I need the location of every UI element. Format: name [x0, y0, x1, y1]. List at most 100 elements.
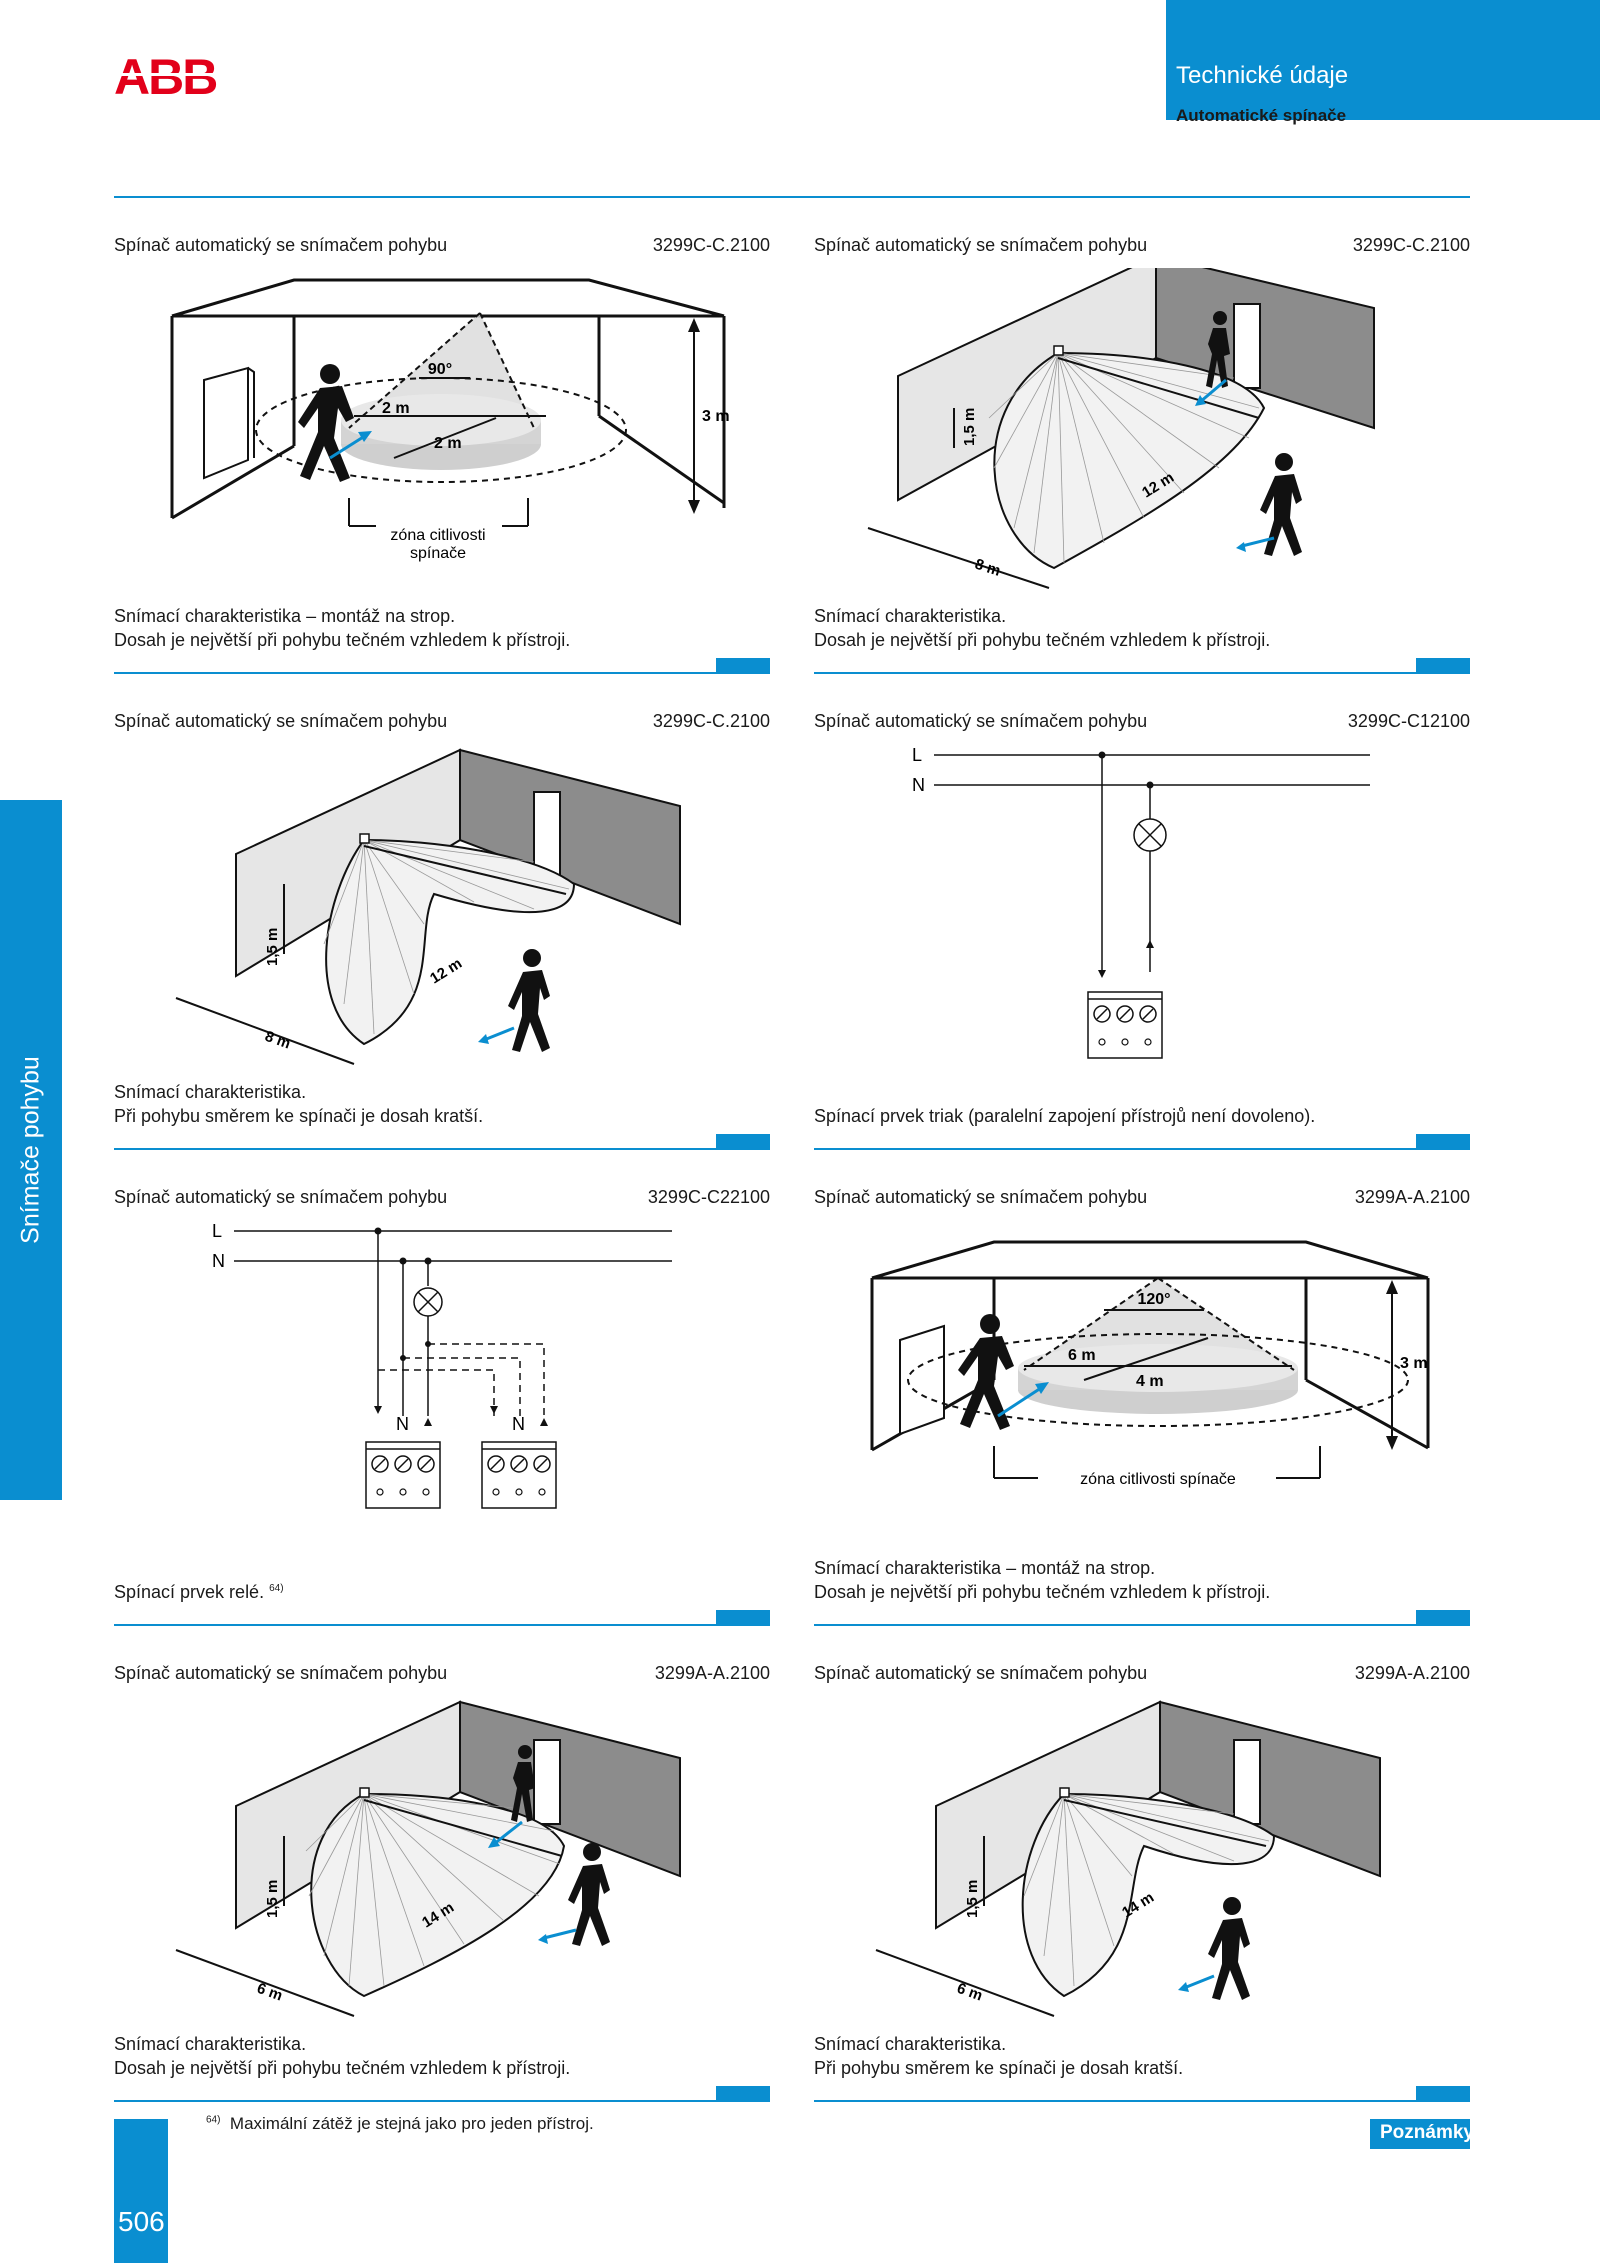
- wall-detection-diagram: 1,5 m 14 m 6 m: [875, 1700, 1381, 2017]
- switch-terminal-block: [365, 1441, 441, 1509]
- panel-divider: [814, 1624, 1470, 1626]
- radius-label-1: 6 m: [1068, 1347, 1096, 1364]
- footnote-ref: 64): [269, 1583, 284, 1594]
- width-label: 6 m: [955, 1980, 985, 2005]
- radius-label-1: 2 m: [382, 400, 410, 417]
- ceiling-detection-diagram: 90° 2 m 2 m 3 m zóna citlivosti spínače: [170, 278, 730, 562]
- panel-divider: [114, 1148, 770, 1150]
- switch-terminal-block: [481, 1441, 557, 1509]
- header-banner: [1166, 0, 1600, 120]
- panel-caption: Spínací prvek relé. 64): [114, 1582, 284, 1602]
- panel-divider-marker: [1416, 1610, 1470, 1624]
- panel-title: Spínač automatický se snímačem pohybu: [814, 1663, 1148, 1683]
- wiring-diagram: L N: [912, 745, 1370, 1059]
- panel-divider-marker: [1416, 658, 1470, 672]
- page-number-bar: [114, 2119, 168, 2263]
- panel-code: 3299A-A.2100: [1354, 1187, 1470, 1207]
- panel-divider-marker: [1416, 2086, 1470, 2100]
- panel-divider: [814, 1148, 1470, 1150]
- side-tab: [0, 800, 62, 1500]
- panel-caption: Snímací charakteristika. Při pohybu směr…: [814, 2034, 1184, 2078]
- height-label: 3 m: [702, 408, 730, 425]
- header-divider: [114, 196, 1470, 198]
- notes-tab-label[interactable]: Poznámky: [1380, 2122, 1474, 2143]
- range-label: 12 m: [427, 955, 465, 988]
- notes-tab[interactable]: [1370, 2119, 1470, 2149]
- panel-2: Spínač automatický se snímačem pohybu 32…: [814, 198, 1470, 674]
- line-L-label: L: [212, 1221, 222, 1241]
- zone-label-2: spínače: [410, 545, 466, 562]
- footnote: 64) Maximální zátěž je stejná jako pro j…: [206, 2114, 594, 2133]
- panel-caption: Snímací charakteristika – montáž na stro…: [114, 606, 571, 650]
- panel-code: 3299C-C.2100: [652, 235, 770, 255]
- height-label: 1,5 m: [264, 928, 281, 966]
- height-label: 3 m: [1400, 1355, 1428, 1372]
- panel-title: Spínač automatický se snímačem pohybu: [814, 235, 1148, 255]
- line-N-label: N: [212, 1251, 225, 1271]
- panel-title: Spínač automatický se snímačem pohybu: [814, 1187, 1148, 1207]
- detection-lobe: [993, 351, 1266, 570]
- radius-label-2: 2 m: [434, 435, 462, 452]
- panel-caption: Spínací prvek triak (paralelní zapojení …: [814, 1106, 1316, 1126]
- panel-code: 3299C-C12100: [1347, 711, 1470, 731]
- width-label: 8 m: [263, 1028, 293, 1053]
- panel-code: 3299C-C22100: [647, 1187, 770, 1207]
- panel-title: Spínač automatický se snímačem pohybu: [814, 711, 1148, 731]
- panel-1: Spínač automatický se snímačem pohybu 32…: [114, 198, 770, 674]
- panel-title: Spínač automatický se snímačem pohybu: [114, 1663, 448, 1683]
- height-label: 1,5 m: [264, 1880, 281, 1918]
- panel-divider-marker: [716, 2086, 770, 2100]
- wall-detection-diagram: 1,5 m 14 m 6 m: [175, 1700, 681, 2017]
- angle-label: 90°: [428, 361, 452, 378]
- line-N-label: N: [912, 775, 925, 795]
- neutral-label-2: N: [512, 1414, 525, 1434]
- panel-caption: Snímací charakteristika – montáž na stro…: [814, 1558, 1271, 1602]
- panel-title: Spínač automatický se snímačem pohybu: [114, 711, 448, 731]
- side-tab-label: Snímače pohybu: [16, 1056, 45, 1244]
- panel-code: 3299A-A.2100: [1354, 1663, 1470, 1683]
- panel-divider: [814, 672, 1470, 674]
- zone-label: zóna citlivosti spínače: [1080, 1471, 1236, 1488]
- ceiling-detection-diagram: 120° 6 m 4 m 3 m zóna citlivosti spínače: [870, 1240, 1430, 1488]
- wall-detection-diagram: 1,5 m 12 m 8 m: [867, 268, 1375, 589]
- zone-label-1: zóna citlivosti: [390, 527, 485, 544]
- panel-code: 3299C-C.2100: [1352, 235, 1470, 255]
- panel-title: Spínač automatický se snímačem pohybu: [114, 235, 448, 255]
- radius-label-2: 4 m: [1136, 1373, 1164, 1390]
- header-title: Technické údaje: [1176, 62, 1349, 89]
- panel-3: Spínač automatický se snímačem pohybu 32…: [114, 674, 770, 1150]
- panel-caption: Snímací charakteristika. Dosah je největ…: [814, 606, 1271, 650]
- abb-logo: ABB: [114, 50, 226, 100]
- width-label: 6 m: [255, 1980, 285, 2005]
- wall-detection-diagram: 1,5 m 12 m 8 m: [175, 748, 681, 1065]
- panel-4: Spínač automatický se snímačem pohybu 32…: [814, 674, 1470, 1150]
- panel-caption: Snímací charakteristika. Dosah je největ…: [114, 2034, 571, 2078]
- panel-7: Spínač automatický se snímačem pohybu 32…: [114, 1626, 770, 2102]
- header-subtitle: Automatické spínače: [1176, 106, 1347, 125]
- panel-divider-marker: [716, 1134, 770, 1148]
- detection-lobe: [310, 1792, 566, 1998]
- neutral-label-1: N: [396, 1414, 409, 1434]
- panel-8: Spínač automatický se snímačem pohybu 32…: [814, 1626, 1470, 2102]
- panel-caption: Snímací charakteristika. Při pohybu směr…: [114, 1082, 484, 1126]
- panel-divider: [114, 2100, 770, 2102]
- width-label: 8 m: [973, 556, 1003, 580]
- panel-divider: [114, 1624, 770, 1626]
- panel-divider-marker: [716, 1610, 770, 1624]
- panel-5: Spínač automatický se snímačem pohybu 32…: [114, 1150, 770, 1626]
- panel-code: 3299C-C.2100: [652, 711, 770, 731]
- height-label: 1,5 m: [961, 408, 978, 446]
- page-number: 506: [118, 2206, 165, 2237]
- line-L-label: L: [912, 745, 922, 765]
- height-label: 1,5 m: [964, 1880, 981, 1918]
- switch-terminal-block: [1087, 991, 1163, 1059]
- panel-divider: [114, 672, 770, 674]
- panel-title: Spínač automatický se snímačem pohybu: [114, 1187, 448, 1207]
- panel-6: Spínač automatický se snímačem pohybu 32…: [814, 1150, 1470, 1626]
- panel-divider-marker: [1416, 1134, 1470, 1148]
- angle-label: 120°: [1137, 1291, 1170, 1308]
- panel-code: 3299A-A.2100: [654, 1663, 770, 1683]
- panel-divider: [814, 2100, 1470, 2102]
- wiring-diagram: L N N N: [212, 1221, 672, 1509]
- panel-divider-marker: [716, 658, 770, 672]
